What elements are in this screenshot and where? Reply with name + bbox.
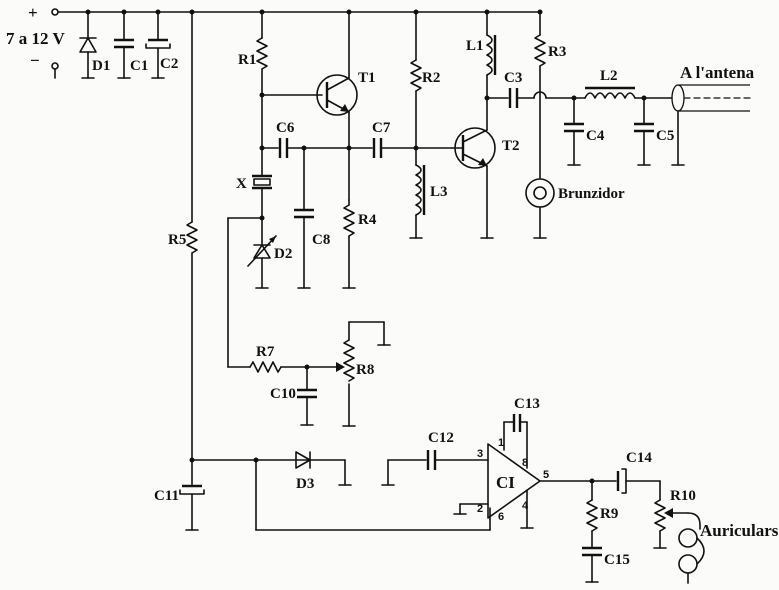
- potentiometer-r8: [343, 339, 355, 382]
- transistor-t2: [451, 127, 496, 169]
- label-r10: R10: [670, 488, 696, 504]
- label-x: X: [236, 176, 247, 192]
- diode-d3: [295, 451, 311, 469]
- label-r8: R8: [356, 362, 374, 378]
- label-c6: C6: [276, 120, 295, 136]
- supply-plus-sign: +: [28, 3, 38, 22]
- pin-2: 2: [477, 503, 483, 515]
- label-c15: C15: [604, 552, 630, 568]
- supply-voltage-label: 7 a 12 V: [6, 29, 65, 48]
- label-r3: R3: [548, 44, 566, 60]
- supply-plus-terminal: [51, 8, 59, 16]
- resistor-r1: [256, 37, 268, 70]
- label-antenna: A l'antena: [680, 63, 755, 82]
- buzzer-brunzidor: [525, 178, 555, 208]
- label-l3: L3: [430, 184, 448, 200]
- buzzer-inner: [533, 186, 547, 200]
- capacitor-c2: [145, 11, 171, 79]
- transistor-t1: [316, 74, 358, 116]
- label-d2: D2: [274, 246, 292, 262]
- label-c4: C4: [586, 128, 605, 144]
- label-r7: R7: [256, 344, 275, 360]
- label-r9: R9: [600, 506, 618, 522]
- label-c12: C12: [428, 430, 454, 446]
- capacitor-c14-plate-b: [621, 468, 627, 494]
- label-t2: T2: [502, 138, 520, 154]
- junction-d1: [85, 9, 91, 15]
- capacitor-c11-plate-b: [179, 489, 205, 495]
- inductor-l1: [486, 34, 493, 76]
- pin-1: 1: [498, 437, 504, 449]
- resistor-r7: [249, 361, 282, 373]
- label-c5: C5: [656, 128, 674, 144]
- pin-5: 5: [543, 469, 549, 481]
- label-l1: L1: [466, 38, 484, 54]
- resistor-r4: [343, 204, 355, 237]
- junction-c1: [121, 9, 127, 15]
- pin-3: 3: [477, 448, 483, 460]
- potentiometer-r8-wiper: [336, 362, 345, 372]
- potentiometer-r10-wiper: [664, 508, 673, 518]
- label-c7: C7: [372, 120, 391, 136]
- label-r2: R2: [422, 70, 440, 86]
- coax-antenna-connector: [671, 84, 751, 166]
- junction-t2-base: [413, 145, 419, 151]
- junction-t1-collector: [346, 9, 352, 15]
- junction-c2: [155, 9, 161, 15]
- label-r4: R4: [358, 212, 377, 228]
- label-c1: C1: [130, 58, 148, 74]
- inductor-l3: [415, 164, 422, 216]
- label-r1: R1: [238, 52, 256, 68]
- label-t1: T1: [358, 70, 376, 86]
- resistor-r9: [586, 499, 598, 532]
- inductor-l2: [584, 92, 636, 99]
- crystal-x: [253, 178, 271, 186]
- supply-minus-sign: −: [30, 51, 40, 70]
- label-auriculars: Auriculars: [700, 521, 779, 540]
- resistor-r5: [186, 221, 198, 254]
- label-r5: R5: [168, 232, 186, 248]
- earphones-auriculars: [678, 512, 705, 584]
- supply-minus-terminal: [51, 62, 59, 70]
- capacitor-c1: [114, 11, 134, 79]
- resistor-r2: [410, 59, 422, 92]
- label-d1: D1: [92, 58, 110, 74]
- label-c3: C3: [504, 70, 522, 86]
- label-c14: C14: [626, 450, 652, 466]
- potentiometer-r10: [654, 499, 666, 532]
- label-c10: C10: [270, 386, 296, 402]
- label-c2: C2: [160, 56, 178, 72]
- label-c11: C11: [154, 488, 179, 504]
- label-ci: CI: [496, 473, 515, 492]
- diode-d1: [79, 11, 97, 79]
- label-c13: C13: [514, 396, 540, 412]
- label-brunzidor: Brunzidor: [558, 186, 625, 202]
- pin-4: 4: [522, 500, 529, 512]
- pin-6: 6: [498, 511, 504, 523]
- diode-d2-arrowhead: [269, 236, 276, 243]
- label-c8: C8: [312, 232, 330, 248]
- label-d3: D3: [296, 476, 314, 492]
- label-l2: L2: [600, 68, 618, 84]
- ic-ci: [487, 443, 541, 519]
- resistor-r3: [534, 34, 546, 67]
- pin-8: 8: [522, 457, 528, 469]
- junction-c7: [346, 145, 352, 151]
